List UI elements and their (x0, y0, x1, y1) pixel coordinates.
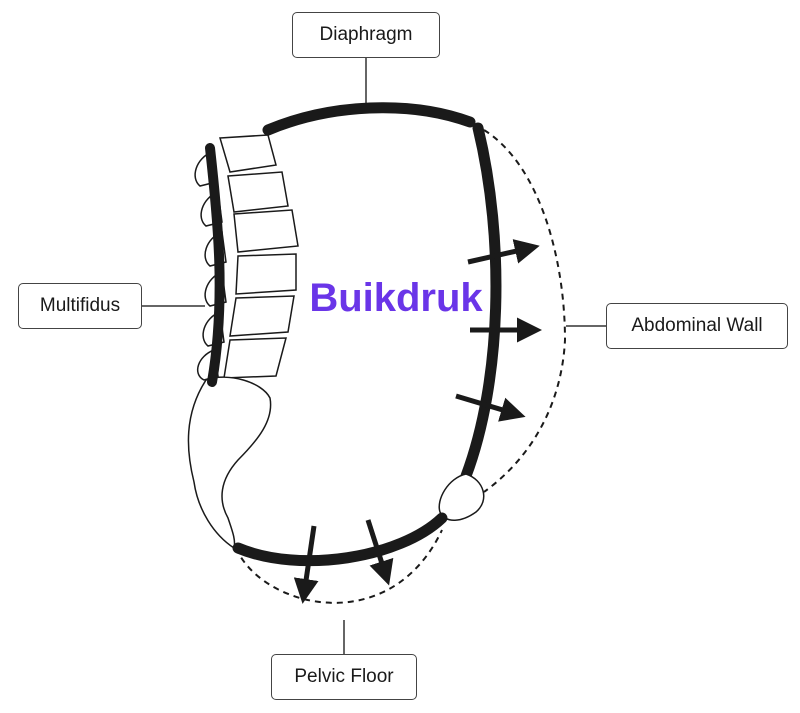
diaphragm-label: Diaphragm (292, 12, 440, 58)
abdominal-wall-line (460, 122, 502, 482)
multifidus-label: Multifidus (18, 283, 142, 329)
vertebra (229, 295, 295, 337)
expansion-outlines (235, 129, 567, 604)
abdominal-wall-expanded-outline (483, 129, 567, 493)
pressure-arrows (293, 239, 542, 604)
vertebra (235, 253, 297, 295)
vertebra (223, 337, 287, 379)
multifidus-band (205, 143, 225, 387)
pelvic-floor-expanded-outline (235, 529, 443, 604)
pressure-arrow-wall-bottom (455, 393, 526, 422)
pressure-arrow-wall-top (467, 239, 540, 265)
pressure-arrow-floor-left (293, 525, 319, 604)
pressure-arrow-floor-right (365, 519, 394, 586)
pubic-bone (438, 473, 485, 521)
pelvic-floor-line (232, 512, 448, 567)
connector-lines (142, 58, 606, 654)
spine (187, 134, 299, 550)
sacrum (187, 376, 272, 550)
vertebra (219, 134, 277, 173)
vertebra (233, 209, 299, 253)
pressure-title: Buikdruk (309, 276, 483, 320)
pelvic-floor-label: Pelvic Floor (271, 654, 417, 700)
diaphragm-line (262, 102, 476, 136)
vertebra (227, 171, 289, 213)
abdominal-wall-label: Abdominal Wall (606, 303, 788, 349)
